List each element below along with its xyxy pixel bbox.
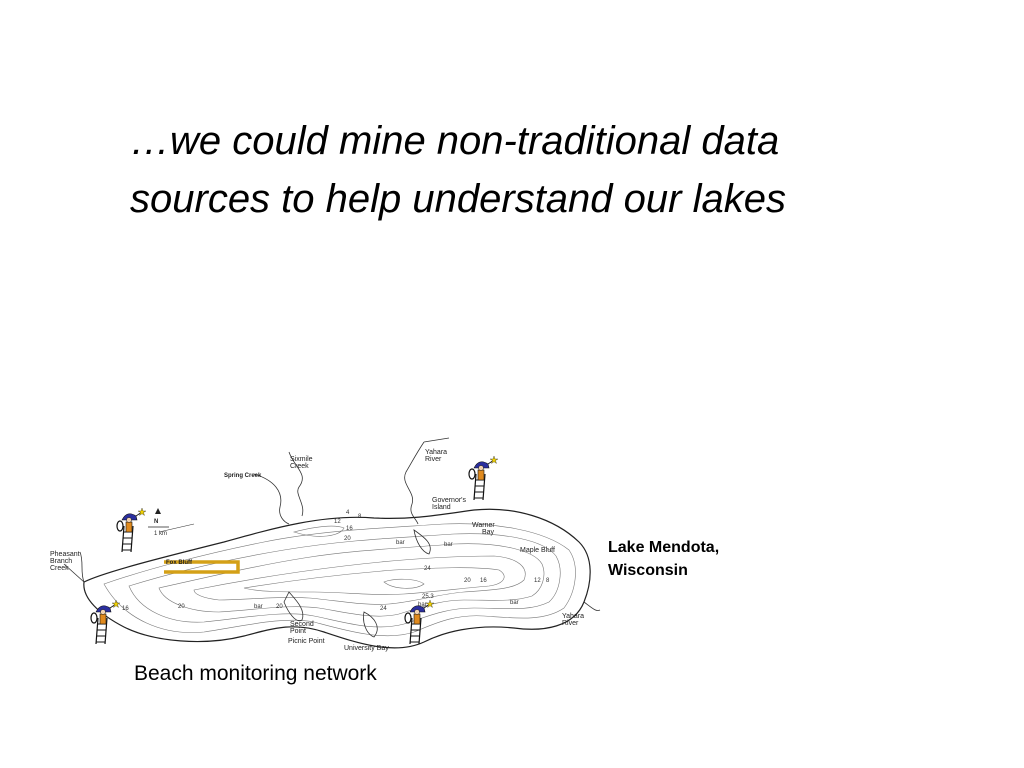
monitoring-buoy-icon [468, 455, 499, 501]
monitoring-buoy-icon [116, 507, 147, 553]
svg-text:bar: bar [396, 540, 405, 546]
svg-text:8: 8 [358, 514, 362, 520]
fox-bluff-highlight [164, 560, 240, 574]
svg-text:16: 16 [346, 526, 353, 532]
svg-text:Pheasant: Pheasant [50, 551, 80, 558]
svg-text:20: 20 [464, 578, 471, 584]
slide-title: …we could mine non-traditional data sour… [130, 112, 950, 228]
svg-text:bar: bar [444, 542, 453, 548]
svg-text:Creek: Creek [50, 565, 69, 572]
location-line-2: Wisconsin [608, 562, 688, 579]
svg-text:Second: Second [290, 621, 314, 628]
svg-text:Maple Bluff: Maple Bluff [520, 547, 555, 554]
svg-text:bar: bar [510, 600, 519, 606]
svg-text:Island: Island [432, 504, 451, 511]
svg-text:Picnic Point: Picnic Point [288, 638, 325, 645]
title-line-2: sources to help understand our lakes [130, 177, 786, 221]
place-labels: Sixmile Creek Spring Creek Yahara River … [50, 449, 584, 652]
svg-text:12: 12 [334, 519, 341, 525]
svg-text:Governor's: Governor's [432, 497, 467, 504]
svg-text:25.3: 25.3 [422, 594, 434, 600]
svg-text:4: 4 [346, 510, 350, 516]
svg-text:16: 16 [480, 578, 487, 584]
location-label: Lake Mendota, Wisconsin [608, 536, 808, 582]
svg-text:20: 20 [344, 536, 351, 542]
svg-text:Bay: Bay [482, 529, 495, 536]
svg-text:24: 24 [424, 566, 431, 572]
svg-text:N: N [154, 519, 158, 525]
svg-text:Yahara: Yahara [425, 449, 447, 456]
svg-text:16: 16 [122, 606, 129, 612]
svg-text:Branch: Branch [50, 558, 72, 565]
north-arrow-icon: N 1 km [148, 508, 169, 537]
svg-text:Yahara: Yahara [562, 613, 584, 620]
svg-text:University Bay: University Bay [344, 645, 389, 652]
svg-text:20: 20 [178, 604, 185, 610]
svg-text:bar: bar [254, 604, 263, 610]
svg-text:24: 24 [380, 606, 387, 612]
svg-text:River: River [425, 456, 442, 463]
depth-contours [103, 523, 576, 637]
lake-mendota-map: N 1 km Sixmile Creek Spring Creek Yahara… [50, 437, 601, 652]
svg-text:Sixmile: Sixmile [290, 456, 313, 463]
rivers [63, 437, 601, 611]
svg-text:Point: Point [290, 628, 306, 635]
svg-text:20: 20 [276, 604, 283, 610]
svg-text:Fox Bluff: Fox Bluff [166, 560, 193, 566]
svg-text:bar: bar [418, 602, 427, 608]
svg-text:Warner: Warner [472, 522, 495, 529]
location-line-1: Lake Mendota, [608, 539, 720, 556]
map-caption: Beach monitoring network [134, 662, 377, 685]
depth-numbers: 4 8 12 16 20 20 24 24 25.3 20 16 12 8 16… [122, 510, 550, 612]
svg-text:12: 12 [534, 578, 541, 584]
title-line-1: …we could mine non-traditional data [130, 119, 780, 163]
svg-text:River: River [562, 620, 579, 627]
svg-text:Spring Creek: Spring Creek [224, 473, 262, 479]
svg-text:Creek: Creek [290, 463, 309, 470]
svg-text:1 km: 1 km [154, 531, 167, 537]
svg-text:8: 8 [546, 578, 550, 584]
